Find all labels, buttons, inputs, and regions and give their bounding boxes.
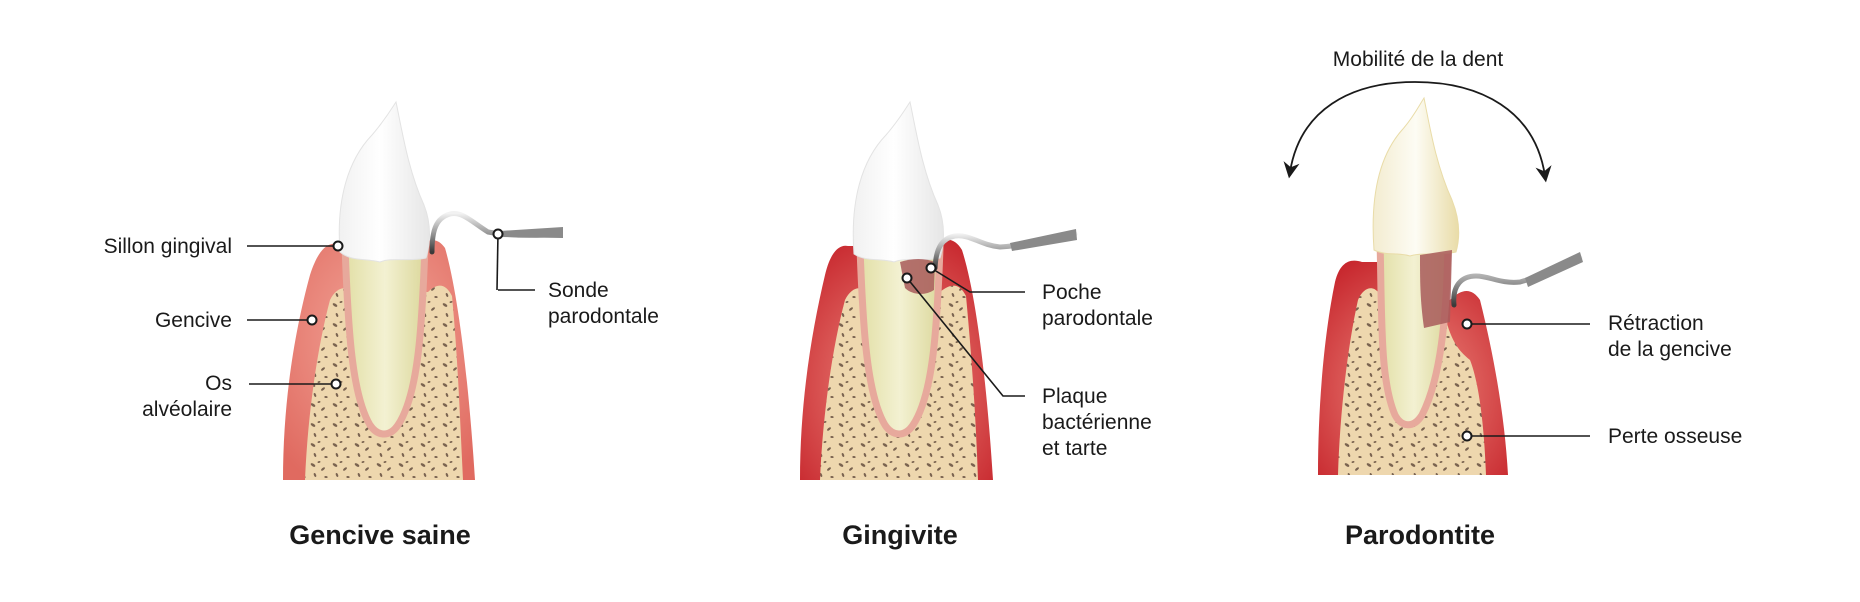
panel-gingivitis [800, 100, 1078, 480]
panel-periodontitis [1283, 81, 1583, 475]
gingivitis-probe-handle [1010, 229, 1077, 251]
label-bone-line1: Os [205, 372, 232, 395]
label-pocket-line2: parodontale [1042, 307, 1153, 330]
title-periodontitis: Parodontite [1345, 520, 1495, 550]
panel-healthy [283, 100, 563, 480]
healthy-root [341, 241, 429, 438]
label-recession-line1: Rétraction [1608, 312, 1704, 335]
periodontitis-plaque [1420, 250, 1452, 328]
leaders [247, 228, 1590, 442]
label-sulcus: Sillon gingival [104, 235, 232, 258]
healthy-crown [338, 100, 430, 263]
title-healthy: Gencive saine [289, 520, 471, 550]
label-bone-line2: alvéolaire [142, 398, 232, 421]
label-recession-line2: de la gencive [1608, 338, 1732, 361]
label-pocket-line1: Poche [1042, 281, 1102, 304]
label-bone-loss: Perte osseuse [1608, 425, 1742, 448]
label-probe-line2: parodontale [548, 305, 659, 328]
periodontitis-crown [1372, 96, 1460, 257]
healthy-probe-handle [500, 227, 563, 238]
gingivitis-crown [852, 100, 944, 263]
label-plaque-line1: Plaque [1042, 385, 1107, 408]
mobility-arrow [1283, 81, 1552, 183]
label-gum: Gencive [155, 309, 232, 332]
labels: Sillon gingival Gencive Os alvéolaire So… [104, 48, 1743, 550]
label-probe-line1: Sonde [548, 279, 609, 302]
title-gingivitis: Gingivite [842, 520, 958, 550]
label-plaque-line2: bactérienne [1042, 411, 1152, 434]
periodontitis-probe-handle [1525, 252, 1583, 287]
label-mobility: Mobilité de la dent [1333, 48, 1504, 71]
label-plaque-line3: et tarte [1042, 437, 1107, 460]
